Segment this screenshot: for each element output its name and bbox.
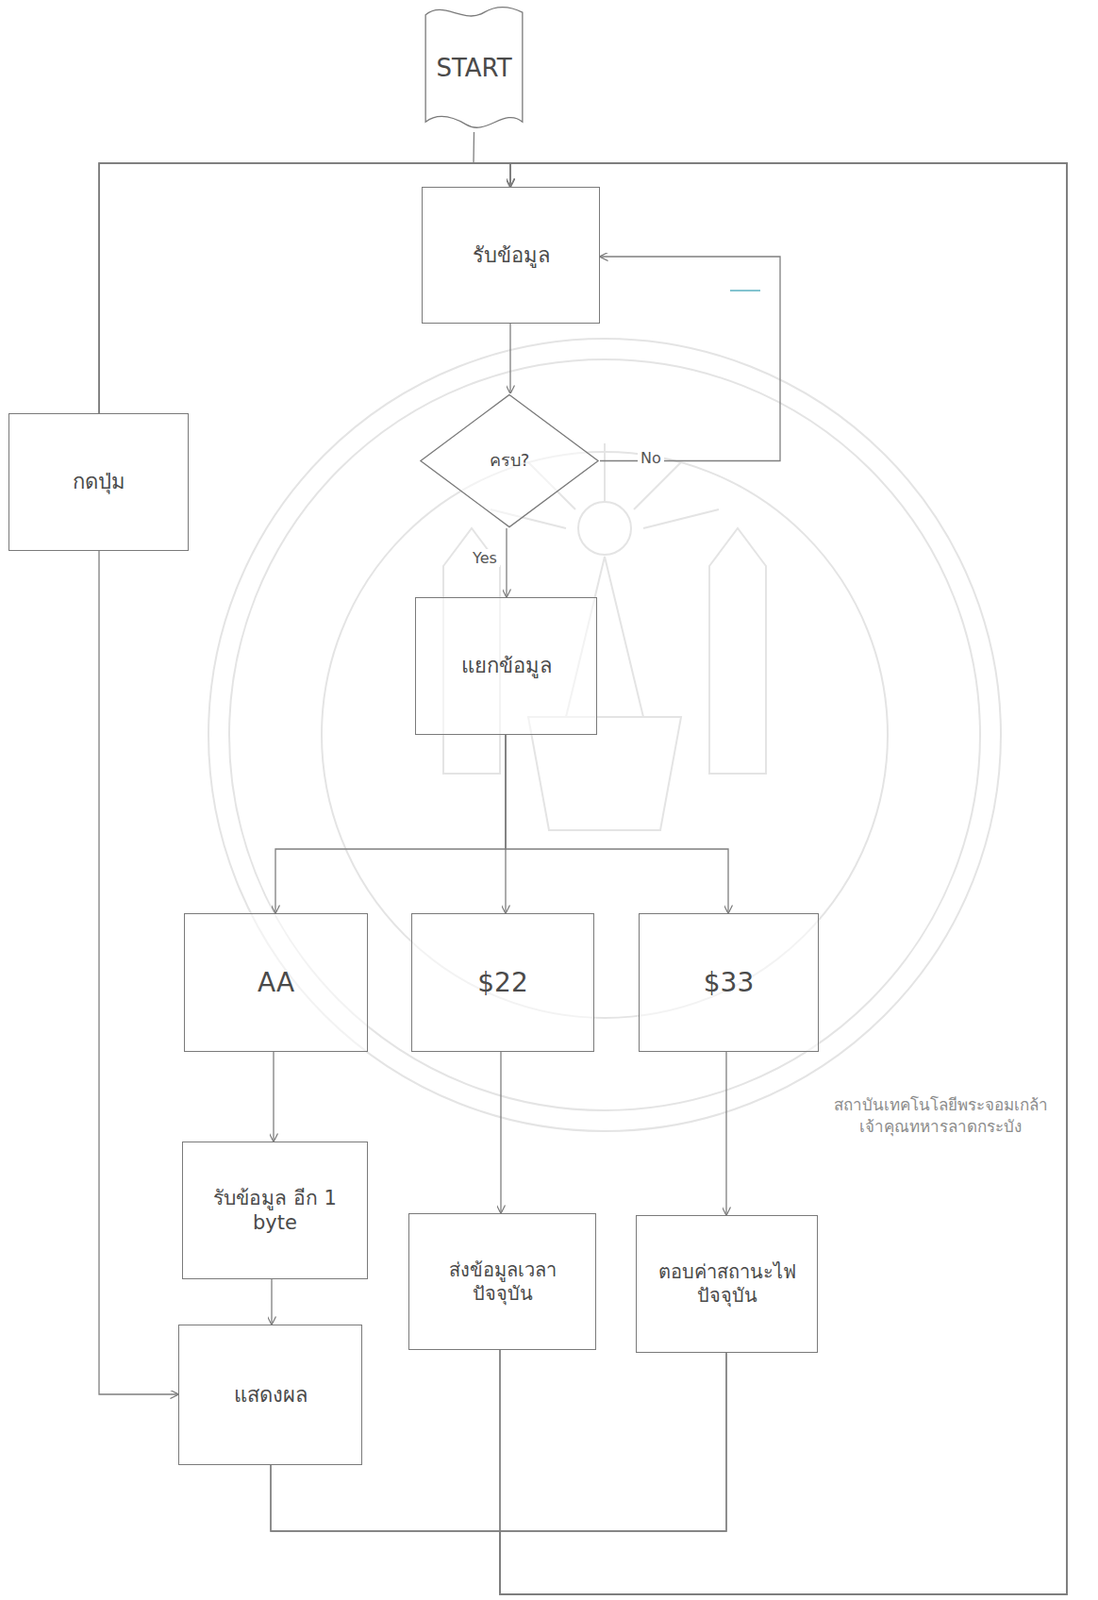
flow-connector <box>99 163 1067 1595</box>
flow-connector <box>509 323 511 394</box>
flow-connector <box>99 163 1067 1595</box>
process-box: ส่งข้อมูลเวลา ปัจจุบัน <box>408 1213 597 1350</box>
node-text: ตอบค่าสถานะไฟ ปัจจุบัน <box>647 1260 807 1308</box>
node-text: แยกข้อมูล <box>461 652 552 680</box>
flow-connector <box>505 734 729 914</box>
flow-connector <box>599 256 781 462</box>
flow-connector <box>499 1051 501 1214</box>
process-box: รับข้อมูล อีก 1 byte <box>182 1141 368 1280</box>
flow-connector <box>473 132 511 187</box>
node-text: รับข้อมูล <box>472 242 550 269</box>
node-text: รับข้อมูล อีก 1 byte <box>193 1185 357 1236</box>
flow-connector <box>270 1279 272 1325</box>
case-box: AA <box>183 913 368 1052</box>
node-text: START <box>435 52 512 84</box>
node-text: ครบ? <box>489 449 531 472</box>
edge-label: Yes <box>469 549 500 567</box>
start-terminal: START <box>423 4 525 133</box>
node-text: แสดงผล <box>233 1381 308 1409</box>
flow-connector <box>499 163 1067 1595</box>
node-text: $33 <box>703 965 754 999</box>
case-box: $22 <box>411 913 595 1052</box>
flow-connector <box>725 1051 727 1215</box>
edge-label: No <box>637 449 665 467</box>
flow-connector <box>272 1051 274 1142</box>
process-box: แสดงผล <box>178 1324 363 1465</box>
case-box: $33 <box>638 913 819 1052</box>
decision-diamond: ครบ? <box>418 393 600 529</box>
watermark-text: สถาบันเทคโนโลยีพระจอมเกล้าเจ้าคุณทหารลาด… <box>831 1094 1049 1138</box>
process-box: แยกข้อมูล <box>415 597 598 735</box>
flow-connector <box>99 163 1067 1595</box>
flow-connector <box>270 163 1067 1595</box>
node-text: AA <box>257 965 295 999</box>
flow-connector <box>275 734 506 914</box>
node-text: ส่งข้อมูลเวลา ปัจจุบัน <box>419 1258 585 1306</box>
node-text: กดปุ่ม <box>72 468 126 496</box>
process-box: กดปุ่ม <box>8 413 189 551</box>
flow-connector <box>99 550 179 1395</box>
process-box: ตอบค่าสถานะไฟ ปัจจุบัน <box>635 1214 818 1353</box>
flow-connector <box>499 163 1067 1595</box>
flow-connector <box>505 528 507 598</box>
process-box: รับข้อมูล <box>421 186 600 324</box>
node-text: $22 <box>477 965 528 999</box>
